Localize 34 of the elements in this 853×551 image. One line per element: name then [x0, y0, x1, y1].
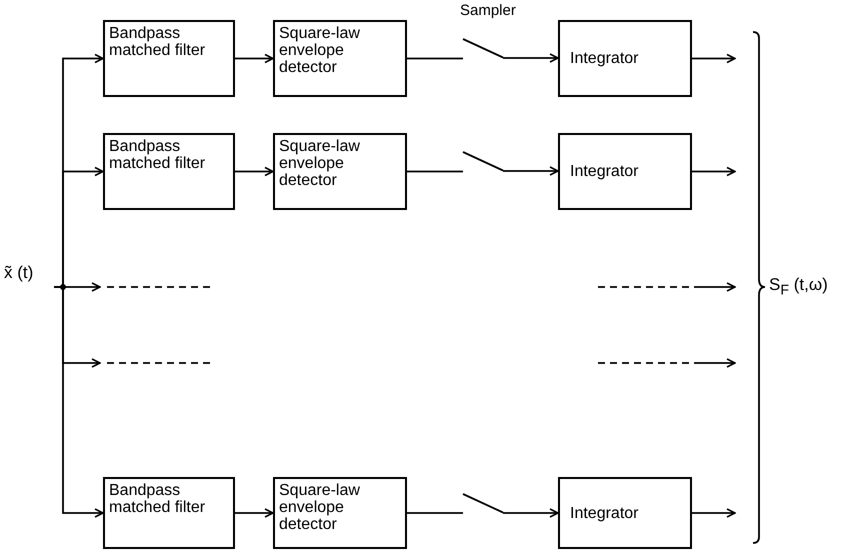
arrow [503, 508, 559, 518]
box-label: Square-law envelope detector [279, 138, 361, 189]
arrow [235, 166, 274, 176]
process-box [103, 20, 235, 97]
process-box [558, 133, 692, 210]
box-label: Integrator [570, 504, 638, 522]
sampler-label: Sampler [460, 2, 516, 19]
process-box [273, 20, 407, 97]
box-label: Bandpass matched filter [109, 482, 206, 516]
process-box [103, 133, 235, 210]
process-box [273, 477, 407, 549]
arrow [692, 54, 736, 64]
box-label: Integrator [570, 163, 638, 180]
arrow [598, 282, 736, 292]
arrow [598, 358, 736, 368]
process-box [273, 133, 407, 210]
process-box [558, 20, 692, 97]
box-label: Square-law envelope detector [279, 25, 361, 76]
input-signal-label: x̃ (t) [4, 264, 34, 281]
box-label: Square-law envelope detector [279, 482, 361, 533]
arrow [692, 508, 736, 518]
output-signal-label: S$_{F}$ (t,ω) [769, 276, 828, 300]
process-box [558, 477, 692, 549]
arrow [692, 166, 736, 176]
arrow [235, 54, 274, 64]
box-label: Bandpass matched filter [109, 25, 206, 59]
arrow [235, 508, 274, 518]
box-label: Bandpass matched filter [109, 138, 206, 172]
arrow [503, 166, 559, 176]
process-box [103, 477, 235, 549]
box-label: Integrator [570, 50, 638, 67]
sampler-switch [463, 493, 503, 513]
arrow [503, 53, 559, 63]
sampler-switch [463, 151, 503, 171]
